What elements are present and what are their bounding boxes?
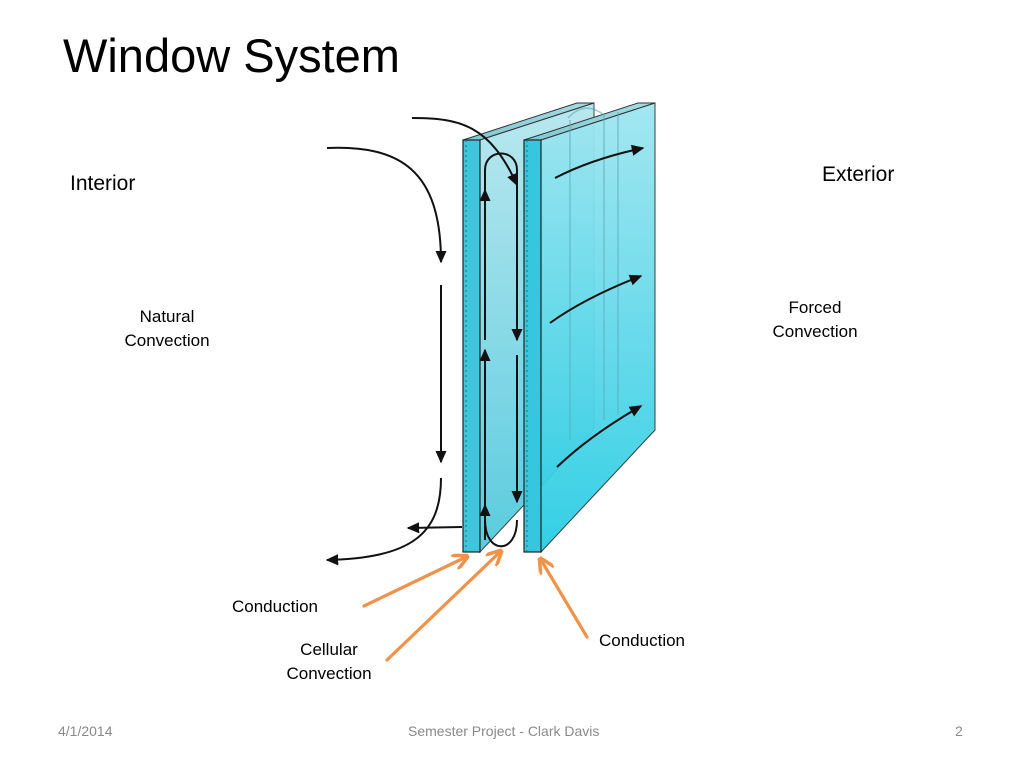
footer-center-text: Semester Project - Clark Davis (408, 723, 600, 739)
interior-label: Interior (70, 172, 136, 195)
natural-convection-arrows (325, 117, 518, 566)
cellular-convection-loop (479, 152, 523, 548)
conduction-right-label: Conduction (599, 631, 686, 650)
natural-convection-label: Natural Convection (112, 305, 222, 353)
footer-date: 4/1/2014 (58, 723, 113, 739)
forced-convection-line1: Forced (788, 298, 842, 317)
outer-glass-pane (523, 102, 656, 554)
natural-convection-line2: Convection (124, 331, 210, 350)
natural-convection-line1: Natural (139, 307, 195, 326)
forced-convection-line2: Convection (772, 322, 858, 341)
conduction-left-label: Conduction (232, 597, 319, 616)
slide-title: Window System (63, 29, 400, 82)
forced-convection-label: Forced Convection (760, 296, 870, 344)
conduction-left-arrow (362, 557, 466, 608)
cellular-convection-line2: Convection (286, 664, 372, 683)
cellular-convection-label: Cellular Convection (274, 638, 384, 686)
background-flow-lines (567, 107, 619, 440)
conduction-right-arrow (541, 560, 589, 639)
forced-convection-arrows (549, 144, 645, 468)
cellular-convection-arrow (385, 552, 500, 662)
exterior-label: Exterior (822, 163, 895, 186)
cellular-convection-line1: Cellular (300, 640, 358, 659)
footer-page-number: 2 (955, 723, 963, 739)
conduction-indicator-arrows (362, 552, 589, 662)
